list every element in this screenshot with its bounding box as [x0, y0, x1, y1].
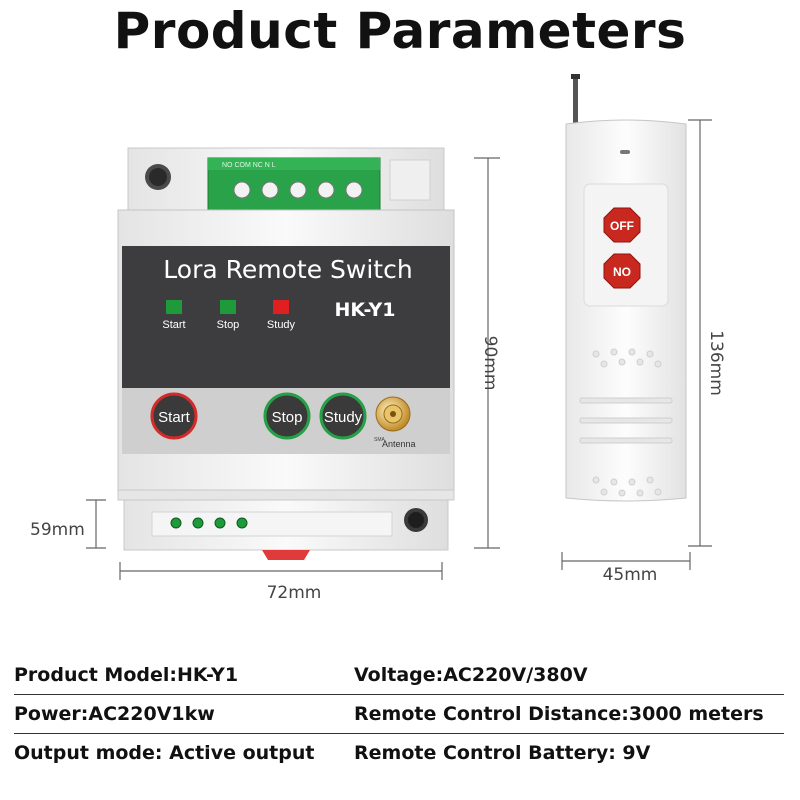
indicator-stop: Stop — [217, 300, 240, 331]
spec-output: Output mode: Active output — [14, 742, 315, 764]
spec-row: Power:AC220V1kw Remote Control Distance:… — [14, 695, 784, 734]
device-model: HK-Y1 — [334, 299, 395, 321]
remote-height-label: 136mm — [706, 330, 726, 396]
stop-button[interactable]: Stop — [263, 392, 311, 440]
study-button[interactable]: Study — [319, 392, 367, 440]
terminal-block: NO COM NC N L — [207, 157, 381, 211]
spec-power: Power:AC220V1kw — [14, 703, 215, 725]
spec-table: Product Model:HK-Y1 Voltage:AC220V/380V … — [14, 656, 784, 772]
spec-distance: Remote Control Distance:3000 meters — [354, 703, 764, 725]
no-button[interactable]: NO — [603, 253, 641, 289]
study-button-label: Study — [324, 409, 363, 426]
off-button[interactable]: OFF — [603, 207, 641, 243]
terminal-labels: NO COM NC N L — [222, 162, 276, 169]
device-depth-label: 59mm — [30, 520, 85, 540]
antenna-label: Antenna — [382, 439, 416, 449]
stop-button-label: Stop — [272, 409, 303, 426]
page-title: Product Parameters — [113, 2, 687, 60]
device-name: Lora Remote Switch — [163, 255, 412, 284]
device-height-label: 90mm — [480, 336, 500, 391]
no-button-label: NO — [613, 265, 631, 279]
device-width-label: 72mm — [267, 583, 322, 603]
start-button[interactable]: Start — [150, 392, 198, 440]
spec-battery: Remote Control Battery: 9V — [354, 742, 651, 764]
remote-control: OFF NO — [565, 74, 687, 502]
dimension-lines-remote — [561, 119, 712, 570]
indicator-study: Study — [267, 300, 296, 331]
dimension-lines-device — [86, 157, 500, 580]
relay-device: NO COM NC N L Lora Remote Switch Start S… — [117, 147, 455, 560]
spec-row: Product Model:HK-Y1 Voltage:AC220V/380V — [14, 656, 784, 695]
indicator-start: Start — [162, 300, 186, 331]
start-button-label: Start — [158, 409, 191, 426]
indicator-label: Study — [267, 319, 296, 331]
remote-width-label: 45mm — [603, 565, 658, 585]
indicator-label: Start — [162, 319, 185, 331]
spec-voltage: Voltage:AC220V/380V — [354, 664, 588, 686]
antenna-prefix: SMA — [374, 437, 386, 443]
antenna-connector-icon — [375, 396, 411, 432]
spec-row: Output mode: Active output Remote Contro… — [14, 734, 784, 772]
off-button-label: OFF — [610, 219, 634, 233]
spec-model: Product Model:HK-Y1 — [14, 664, 239, 686]
indicator-label: Stop — [217, 319, 240, 331]
